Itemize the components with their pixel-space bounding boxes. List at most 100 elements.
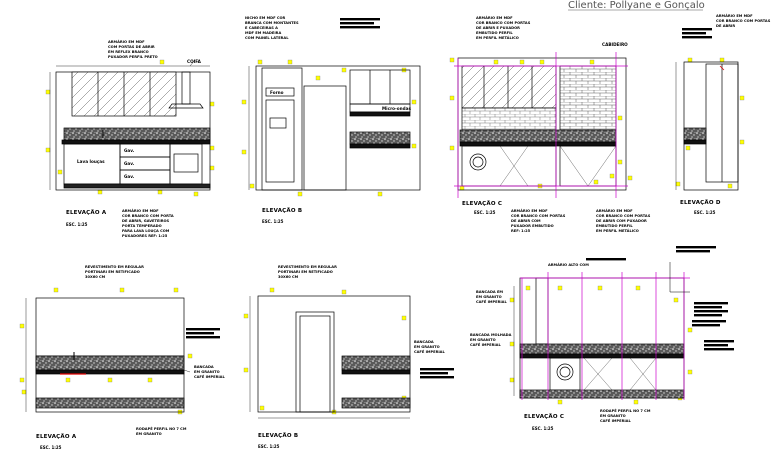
- elevation-b-bottom: [249, 295, 411, 419]
- dimension-marker-64: [509, 297, 515, 303]
- dimension-marker-43: [685, 145, 691, 151]
- svg-text:EM PERFIL METÁLICO: EM PERFIL METÁLICO: [596, 228, 639, 233]
- elevation-a-top-notes-bottom: ARMÁRIO EM MDF COR BRANCO COM PORTA DE A…: [122, 208, 174, 238]
- elevation-b-label-micro: Micro-ondas: [382, 106, 411, 111]
- svg-text:CAFÉ IMPERIAL: CAFÉ IMPERIAL: [194, 374, 225, 379]
- note-block-1-0: [682, 28, 712, 31]
- svg-text:PORTA TEMPERADO: PORTA TEMPERADO: [122, 224, 162, 228]
- dimension-marker-56: [243, 367, 249, 373]
- note-block-6-0: [704, 340, 734, 343]
- note-block-1-1: [682, 32, 706, 35]
- svg-text:PUXADOR PERFIL PRETO: PUXADOR PERFIL PRETO: [108, 55, 158, 59]
- elevation-a-top: [49, 59, 211, 191]
- svg-text:DE ABRIR COM: DE ABRIR COM: [511, 219, 541, 223]
- dimension-marker-24: [449, 95, 455, 101]
- elevation-b-top: [248, 65, 421, 191]
- note-block-4-1: [694, 306, 722, 309]
- elevation-b-bottom-scale: ESC. 1:25: [258, 444, 280, 449]
- svg-text:BANCADA: BANCADA: [194, 365, 214, 369]
- dimension-marker-5: [209, 101, 215, 107]
- dimension-marker-50: [21, 389, 27, 395]
- svg-text:BANCADA: BANCADA: [414, 340, 434, 344]
- svg-text:COR BRANCO COM PORTAS: COR BRANCO COM PORTAS: [476, 21, 531, 25]
- svg-text:EM GRANITO: EM GRANITO: [470, 338, 496, 342]
- dimension-marker-27: [493, 59, 499, 65]
- elevation-d-top: [675, 61, 739, 191]
- dimension-marker-35: [609, 173, 615, 179]
- dimension-marker-23: [449, 57, 455, 63]
- svg-text:CAFÉ IMPERIAL: CAFÉ IMPERIAL: [470, 342, 501, 347]
- svg-text:ARMÁRIO EM MDF: ARMÁRIO EM MDF: [596, 208, 633, 213]
- dimension-marker-9: [157, 189, 163, 195]
- dimension-marker-40: [739, 139, 745, 145]
- svg-text:EM GRANITO: EM GRANITO: [600, 414, 626, 418]
- dimension-marker-48: [173, 287, 179, 293]
- dimension-marker-71: [673, 297, 679, 303]
- dimension-marker-7: [209, 165, 215, 171]
- dimension-marker-45: [19, 377, 25, 383]
- svg-text:COR BRANCO COM PORTA: COR BRANCO COM PORTA: [122, 214, 174, 218]
- dimension-marker-10: [193, 191, 199, 197]
- dimension-marker-30: [589, 59, 595, 65]
- dimension-marker-58: [341, 289, 347, 295]
- svg-text:EM REFLEX BRANCO: EM REFLEX BRANCO: [108, 50, 149, 54]
- dimension-marker-0: [45, 89, 51, 95]
- note-block-5-1: [692, 324, 720, 327]
- svg-text:BANCADA MOLHADA: BANCADA MOLHADA: [470, 333, 512, 337]
- dimension-marker-47: [119, 287, 125, 293]
- dimension-marker-73: [687, 369, 693, 375]
- elevation-c-top-notes-bottom2: ARMÁRIO EM MDF COR BRANCO COM PORTAS DE …: [596, 208, 651, 233]
- svg-text:DE ABRIR E PUXADOR: DE ABRIR E PUXADOR: [476, 26, 520, 30]
- elevation-a-top-notes: ARMÁRIO EM MDF COM PORTAS DE ABRIR EM RE…: [108, 39, 158, 59]
- elevation-a-bottom-notes: REVESTIMENTO EM REGULAR PORTINARI EM RET…: [85, 265, 144, 279]
- elevation-c-top-notes-bottom: ARMÁRIO EM MDF COR BRANCO COM PORTAS DE …: [511, 208, 566, 233]
- dimension-marker-4: [159, 59, 165, 65]
- dimension-marker-69: [597, 285, 603, 291]
- dimension-marker-65: [509, 341, 515, 347]
- note-block-4-2: [694, 310, 728, 313]
- dimension-marker-21: [297, 191, 303, 197]
- elevation-b-bottom-notes-right: BANCADA EM GRANITO CAFÉ IMPERIAL: [414, 340, 445, 354]
- elevation-b-top-title: ELEVAÇÃO B: [262, 207, 302, 214]
- svg-text:PORTINARI EM RETIFICADO: PORTINARI EM RETIFICADO: [85, 270, 140, 274]
- dimension-marker-8: [97, 189, 103, 195]
- svg-text:DE ABRIR, GAVETEIROS: DE ABRIR, GAVETEIROS: [122, 219, 170, 223]
- dimension-marker-15: [315, 75, 321, 81]
- note-block-7-1: [676, 250, 710, 253]
- svg-text:ARMÁRIO EM MDF: ARMÁRIO EM MDF: [511, 208, 548, 213]
- elevation-a-bottom-title: ELEVAÇÃO A: [36, 433, 77, 440]
- dimension-marker-66: [509, 377, 515, 383]
- dimension-marker-52: [107, 377, 113, 383]
- svg-text:PUXADOR EMBUTIDO: PUXADOR EMBUTIDO: [511, 224, 554, 228]
- svg-text:EM GRANITO: EM GRANITO: [414, 345, 440, 349]
- dimension-marker-14: [287, 59, 293, 65]
- dimension-marker-22: [249, 183, 255, 189]
- elevation-c-bottom-notes-left2: BANCADA MOLHADA EM GRANITO CAFÉ IMPERIAL: [470, 333, 512, 347]
- note-block-0-2: [340, 26, 380, 29]
- elevation-a-bottom-notes-right: BANCADA EM GRANITO CAFÉ IMPERIAL: [194, 365, 225, 379]
- svg-text:30X60 CM: 30X60 CM: [278, 275, 299, 279]
- note-block-5-0: [692, 320, 726, 323]
- dimension-marker-37: [687, 57, 693, 63]
- dimension-marker-12: [241, 149, 247, 155]
- elevation-c-bottom-notes-left: BANCADA EM EM GRANITO CAFÉ IMPERIAL: [476, 290, 507, 304]
- elevation-a-bottom-scale: ESC. 1:25: [40, 445, 62, 450]
- elevation-a-label-dishwasher: Lava louças: [77, 159, 105, 164]
- elevation-c-bottom-notes-top: ARMÁRIO ALTO COM: [548, 262, 589, 267]
- dimension-marker-59: [401, 315, 407, 321]
- dimension-marker-31: [617, 115, 623, 121]
- note-block-4-0: [694, 302, 728, 305]
- dimension-marker-29: [539, 59, 545, 65]
- dimension-marker-55: [243, 313, 249, 319]
- svg-text:BRANCA COM MONTANTES: BRANCA COM MONTANTES: [245, 21, 299, 25]
- elevation-a-bottom: [25, 297, 191, 413]
- elevation-d-top-title: ELEVAÇÃO D: [680, 199, 721, 206]
- svg-text:COM PORTAS DE ABRIR: COM PORTAS DE ABRIR: [108, 45, 155, 49]
- svg-text:COR BRANCO COM PORTAS: COR BRANCO COM PORTAS: [596, 214, 651, 218]
- note-block-1-2: [682, 36, 712, 39]
- svg-text:EMBUTIDO PERFIL: EMBUTIDO PERFIL: [476, 31, 513, 35]
- dimension-marker-32: [617, 159, 623, 165]
- note-block-0-1: [340, 22, 374, 25]
- dimension-marker-19: [411, 143, 417, 149]
